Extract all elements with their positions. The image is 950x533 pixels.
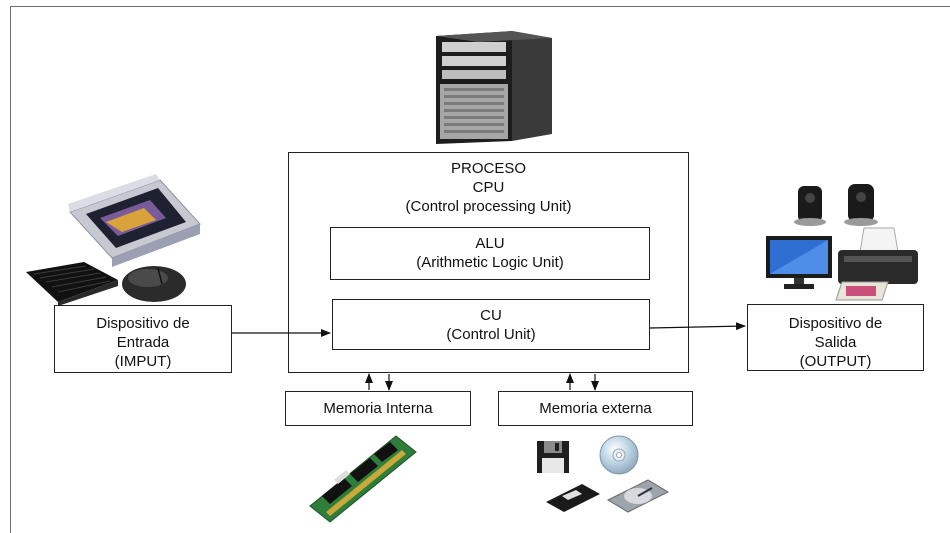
cd-disc-image xyxy=(599,435,639,475)
proceso-title: PROCESO xyxy=(450,160,526,177)
alu-box: ALU (Arithmetic Logic Unit) xyxy=(330,227,650,280)
external-memory-label: Memoria externa xyxy=(539,400,652,417)
cpu-title: CPU xyxy=(472,179,505,196)
card-reader-image xyxy=(546,484,600,512)
output-device-line2: Salida xyxy=(814,334,857,351)
printer-image xyxy=(835,227,918,301)
speakers-image xyxy=(794,184,878,226)
ram-module-image xyxy=(309,435,417,523)
alu-fullname: (Arithmetic Logic Unit) xyxy=(416,254,564,271)
input-device-line1: Dispositivo de xyxy=(96,315,190,332)
output-device-box: Dispositivo de Salida (OUTPUT) xyxy=(747,304,924,371)
frame-top-border xyxy=(10,6,950,7)
scanner-image xyxy=(68,174,201,267)
cu-box: CU (Control Unit) xyxy=(332,299,650,350)
cpu-process-label: PROCESO CPU (Control processing Unit) xyxy=(289,153,688,216)
alu-title: ALU xyxy=(475,235,505,252)
cu-title: CU xyxy=(480,307,502,324)
cpu-tower-image xyxy=(436,31,552,144)
keyboard-image xyxy=(26,262,118,306)
input-device-line3: (IMPUT) xyxy=(114,353,172,370)
output-device-line3: (OUTPUT) xyxy=(799,353,872,370)
input-device-box: Dispositivo de Entrada (IMPUT) xyxy=(54,305,232,373)
hard-drive-image xyxy=(606,479,670,513)
cu-fullname: (Control Unit) xyxy=(446,326,536,343)
arrow-cu-to-output xyxy=(649,322,746,331)
mouse-image xyxy=(122,266,186,302)
cpu-fullname: (Control processing Unit) xyxy=(405,198,572,215)
output-device-line1: Dispositivo de xyxy=(788,315,883,332)
external-memory-box: Memoria externa xyxy=(498,391,693,426)
monitor-image xyxy=(766,236,832,289)
floppy-disk-image xyxy=(537,441,569,473)
frame-left-border xyxy=(10,6,11,533)
input-device-line2: Entrada xyxy=(116,334,170,351)
internal-memory-label: Memoria Interna xyxy=(323,400,433,417)
internal-memory-box: Memoria Interna xyxy=(285,391,471,426)
